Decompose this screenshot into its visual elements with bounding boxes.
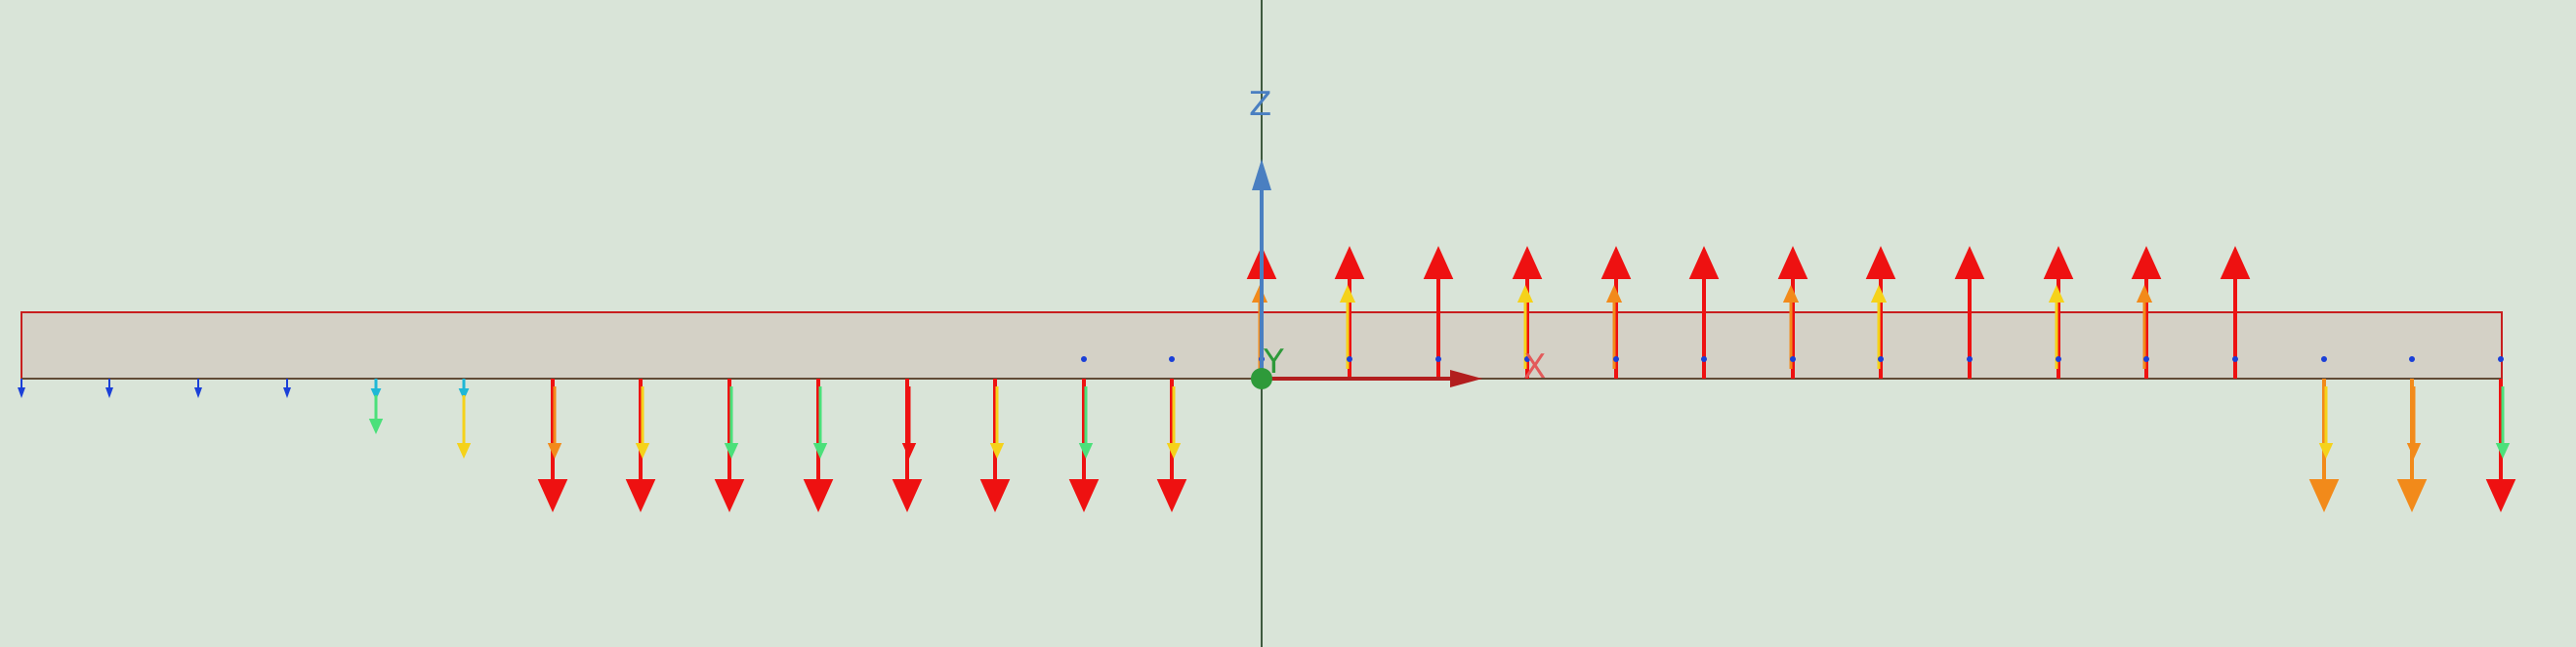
y-axis-label: Y bbox=[1263, 343, 1284, 382]
up-arrow-12-head bbox=[2220, 246, 2251, 279]
up-sub-arrow-8-head bbox=[1870, 285, 1888, 303]
node-marker-up-4 bbox=[1524, 356, 1530, 362]
up-sub-arrow-5-head bbox=[1605, 285, 1623, 303]
down-arrow-4-head bbox=[803, 479, 834, 512]
down-arrow-2-head bbox=[625, 479, 656, 512]
up-sub-arrow-7-head bbox=[1782, 285, 1800, 303]
down-arrow-5-head bbox=[892, 479, 923, 512]
y-axis: Y bbox=[1251, 343, 1284, 389]
node-marker-up-2 bbox=[1347, 356, 1352, 362]
down-arrow-7-head bbox=[1068, 479, 1100, 512]
x-axis-label: X bbox=[1523, 347, 1546, 386]
down-sub-arrow-9-head bbox=[2318, 443, 2334, 459]
small-marker-2-head bbox=[105, 387, 113, 398]
down-sub-arrow-11-head bbox=[2495, 443, 2511, 459]
up-arrow-9-head bbox=[1954, 246, 1985, 279]
node-marker-down-9 bbox=[2321, 356, 2327, 362]
z-axis: Z bbox=[1249, 85, 1271, 379]
node-marker-down-11 bbox=[2498, 356, 2504, 362]
down-arrow-3-head bbox=[714, 479, 745, 512]
down-arrow-9-head bbox=[2308, 479, 2340, 512]
up-arrow-4-head bbox=[1512, 246, 1543, 279]
node-marker-up-3 bbox=[1435, 356, 1441, 362]
down-sub-arrow-3-head bbox=[724, 443, 739, 459]
x-axis: X bbox=[1262, 347, 1546, 387]
down-sub-arrow-5-head bbox=[901, 443, 917, 459]
node-marker-down-10 bbox=[2409, 356, 2415, 362]
node-marker-up-10 bbox=[2056, 356, 2061, 362]
node-marker-up-11 bbox=[2143, 356, 2149, 362]
node-marker-up-6 bbox=[1701, 356, 1707, 362]
node-marker-up-12 bbox=[2232, 356, 2238, 362]
short-arrow-2b-head bbox=[456, 443, 472, 459]
down-arrow-11-head bbox=[2485, 479, 2516, 512]
down-arrow-1-head bbox=[537, 479, 568, 512]
up-arrow-6-head bbox=[1688, 246, 1720, 279]
z-axis-label: Z bbox=[1249, 85, 1271, 124]
down-sub-arrow-10-head bbox=[2406, 443, 2422, 459]
up-arrow-3-head bbox=[1423, 246, 1454, 279]
up-arrow-10-head bbox=[2043, 246, 2074, 279]
down-arrow-6-head bbox=[979, 479, 1011, 512]
down-sub-arrow-6-head bbox=[989, 443, 1005, 459]
down-sub-arrow-4-head bbox=[812, 443, 828, 459]
x-axis-arrowhead bbox=[1450, 370, 1482, 387]
z-axis-arrowhead bbox=[1252, 159, 1271, 190]
node-marker-down-8 bbox=[1169, 356, 1175, 362]
node-marker-up-8 bbox=[1878, 356, 1884, 362]
small-marker-3-head bbox=[194, 387, 202, 398]
short-arrow-1a-head bbox=[370, 388, 382, 400]
down-sub-arrow-8-head bbox=[1166, 443, 1182, 459]
down-sub-arrow-2-head bbox=[635, 443, 650, 459]
origin-marker[interactable] bbox=[1251, 368, 1272, 389]
up-sub-arrow-10-head bbox=[2048, 285, 2065, 303]
short-arrow-1b-head bbox=[368, 419, 384, 434]
up-arrow-11-head bbox=[2131, 246, 2162, 279]
up-arrow-7-head bbox=[1777, 246, 1808, 279]
up-arrow-8-head bbox=[1865, 246, 1896, 279]
up-sub-arrow-4-head bbox=[1517, 285, 1534, 303]
node-marker-down-7 bbox=[1081, 356, 1087, 362]
up-sub-arrow-11-head bbox=[2136, 285, 2153, 303]
node-marker-up-9 bbox=[1967, 356, 1973, 362]
up-arrow-2-head bbox=[1334, 246, 1365, 279]
node-marker-up-7 bbox=[1790, 356, 1796, 362]
down-sub-arrow-7-head bbox=[1078, 443, 1094, 459]
up-sub-arrow-2-head bbox=[1339, 285, 1356, 303]
down-arrow-10-head bbox=[2396, 479, 2428, 512]
down-sub-arrow-1-head bbox=[547, 443, 562, 459]
short-arrow-2a-head bbox=[458, 388, 470, 400]
small-marker-1-head bbox=[18, 387, 25, 398]
node-marker-up-5 bbox=[1613, 356, 1619, 362]
force-arrows bbox=[18, 246, 2516, 512]
down-arrow-8-head bbox=[1156, 479, 1187, 512]
small-marker-4-head bbox=[283, 387, 291, 398]
up-arrow-5-head bbox=[1600, 246, 1632, 279]
